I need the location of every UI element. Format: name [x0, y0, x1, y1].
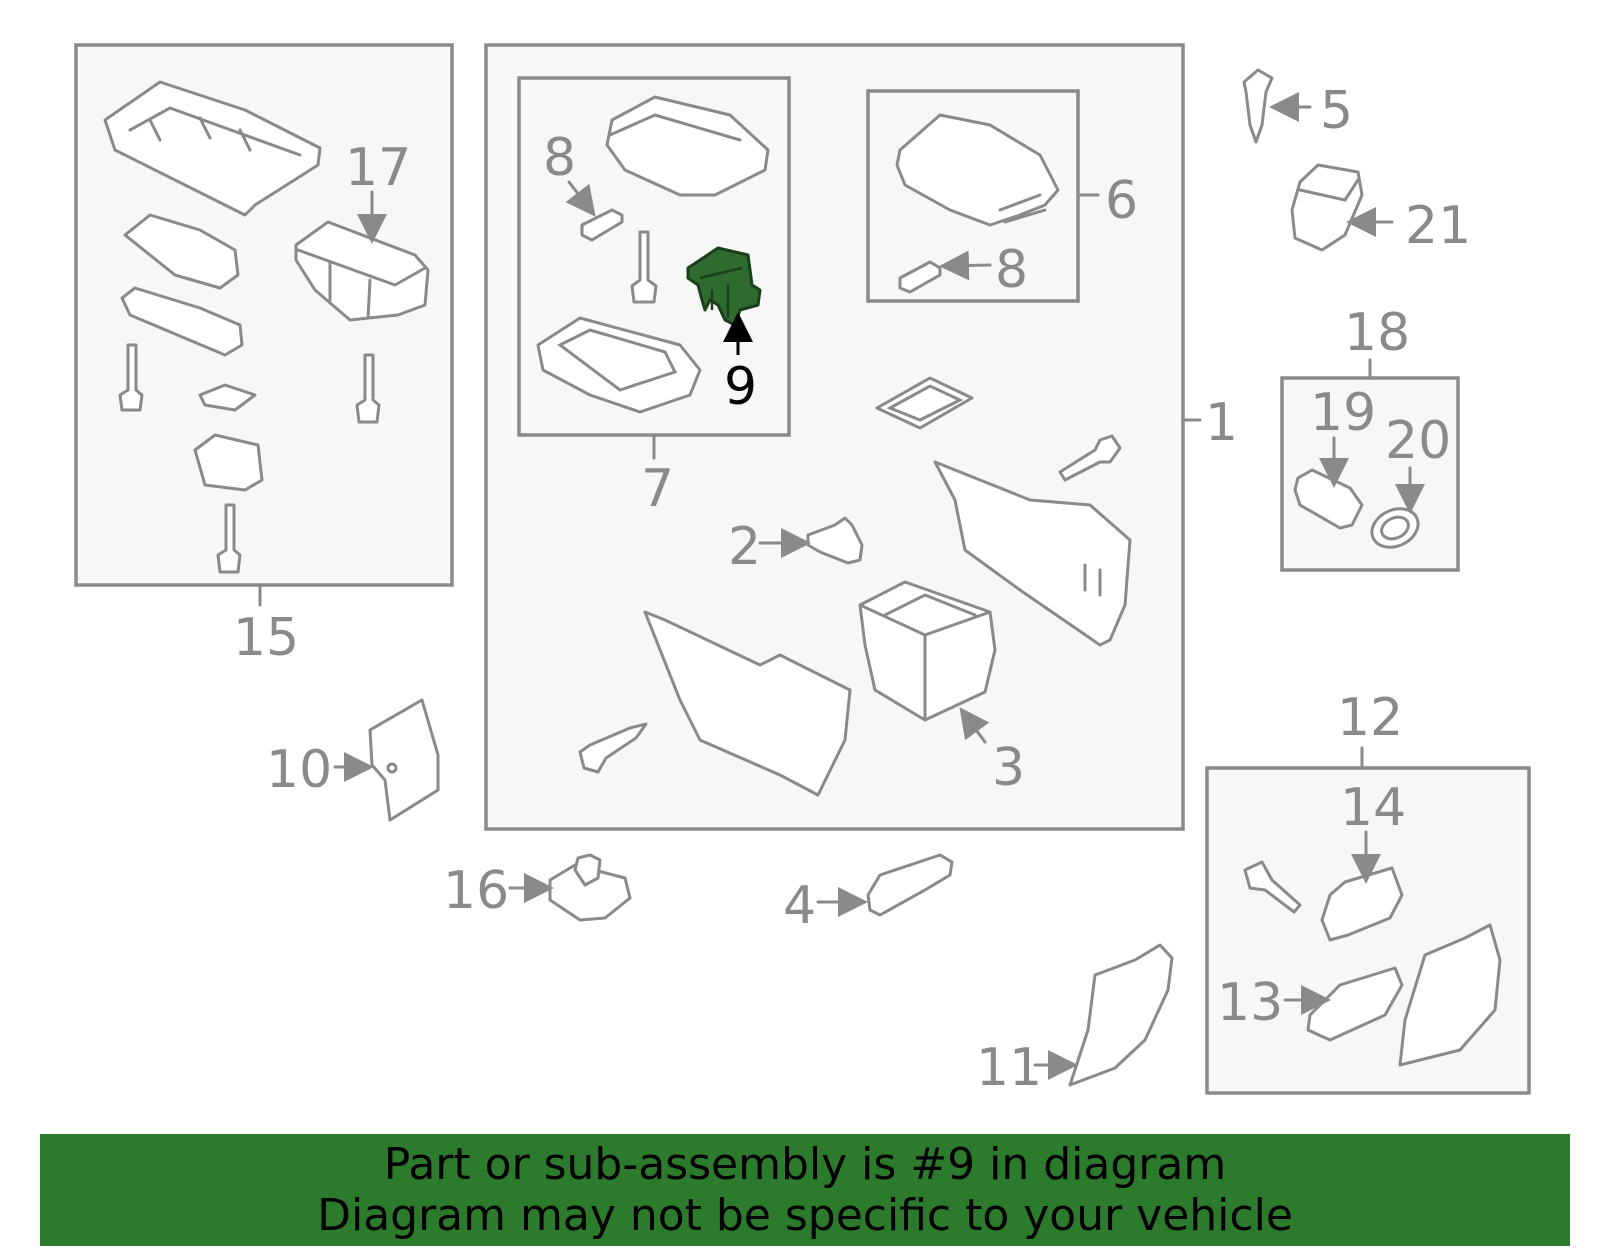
part-11-panel [1033, 943, 1174, 1087]
callout-9: 9 [724, 357, 757, 417]
callout-5: 5 [1320, 81, 1353, 141]
callout-3: 3 [992, 738, 1025, 798]
group-box-6 [866, 89, 1100, 303]
info-banner: Part or sub-assembly is #9 in diagram Di… [40, 1134, 1570, 1246]
banner-line-2: Diagram may not be specific to your vehi… [317, 1190, 1293, 1241]
callout-8-box7: 8 [543, 128, 576, 188]
callout-11: 11 [976, 1038, 1042, 1098]
part-4-clip [816, 853, 954, 917]
callout-10: 10 [266, 740, 332, 800]
callout-6: 6 [1105, 171, 1138, 231]
part-10-bracket [333, 698, 440, 822]
callout-12: 12 [1337, 688, 1403, 748]
part-9-highlighted[interactable] [686, 246, 762, 355]
callout-21: 21 [1405, 196, 1471, 256]
callout-labels: 1 2 3 4 5 6 7 8 8 9 10 11 12 13 14 15 16… [233, 81, 1471, 1098]
part-5-screw [1242, 68, 1312, 144]
callout-1: 1 [1205, 393, 1238, 453]
callout-16: 16 [443, 861, 509, 921]
callout-13: 13 [1217, 973, 1283, 1033]
callout-19: 19 [1310, 383, 1376, 443]
part-21-switch [1290, 163, 1394, 252]
group-box-7 [517, 76, 791, 460]
callout-18: 18 [1344, 303, 1410, 363]
part-16-knob [508, 853, 632, 922]
group-box-18 [1280, 358, 1460, 572]
group-box-12 [1205, 746, 1531, 1095]
callout-7: 7 [641, 459, 674, 519]
center-loose-parts [578, 376, 1132, 797]
callout-4: 4 [783, 876, 816, 936]
callout-17: 17 [345, 138, 411, 198]
callout-20: 20 [1385, 411, 1451, 471]
callout-15: 15 [233, 608, 299, 668]
callout-8-box6: 8 [995, 240, 1028, 300]
banner-line-1: Part or sub-assembly is #9 in diagram [383, 1139, 1227, 1190]
callout-14: 14 [1340, 778, 1406, 838]
callout-2: 2 [728, 517, 761, 577]
group-box-15 [74, 43, 454, 607]
